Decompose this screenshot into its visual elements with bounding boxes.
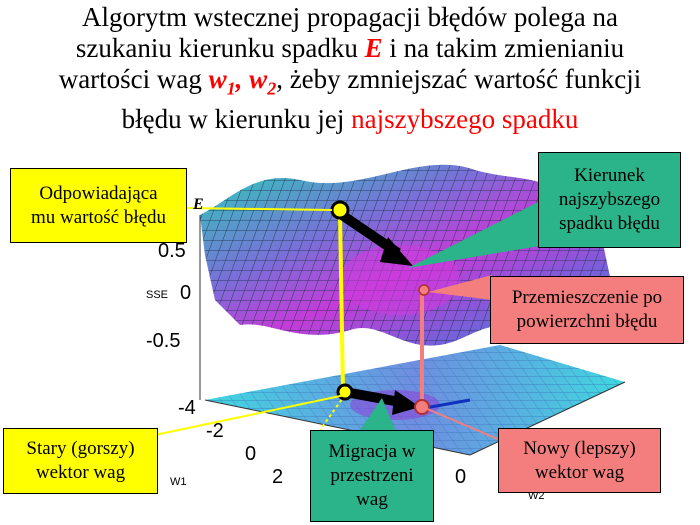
- slide-title: Algorytm wstecznej propagacji błędów pol…: [0, 2, 700, 135]
- title-line-3-part-a: wartości wag: [58, 64, 209, 94]
- w2-axis-label: W2: [528, 490, 545, 502]
- old-error-point: [330, 200, 350, 220]
- title-line-4-part-a: błędu w kierunku jej: [121, 104, 352, 135]
- connector-surface-move: [428, 275, 492, 300]
- title-highlight: najszybszego spadku: [351, 104, 579, 135]
- callout-steepest-direction: Kierunek najszybszego spadku błędu: [538, 152, 681, 248]
- z-tick-0: 0: [180, 282, 192, 304]
- connector-matching-error: [186, 207, 333, 211]
- floor-blue-line: [424, 398, 471, 410]
- connector-old-vector: [154, 394, 346, 436]
- title-line-1: Algorytm wstecznej propagacji błędów pol…: [81, 2, 619, 32]
- new-error-point: [418, 284, 430, 296]
- callout-matching-error: Odpowiadająca mu wartość błędu: [10, 168, 187, 243]
- title-comma: ,: [235, 64, 250, 94]
- connector-new-vector: [424, 407, 501, 441]
- w1-tick-2: 2: [272, 466, 284, 488]
- w2-tick-0: 0: [455, 466, 467, 488]
- w1-tick-minus-4: -4: [178, 397, 196, 419]
- title-symbol-w2: w2: [249, 64, 277, 99]
- new-weight-point: [414, 399, 430, 415]
- title-symbol-w1: w1: [208, 64, 236, 99]
- connector-steepest: [408, 200, 545, 268]
- callout-new-vector: Nowy (lepszy) wektor wag: [498, 428, 661, 493]
- title-line-3-part-b: , żeby zmniejszać wartość funkcji: [276, 64, 642, 94]
- connector-migration: [360, 398, 395, 430]
- w1-tick-0: 0: [245, 443, 257, 465]
- title-line-2-part-a: szukaniu kierunku spadku: [75, 33, 365, 63]
- sse-axis-label: SSE: [146, 289, 169, 301]
- w1-axis-label: W1: [170, 476, 187, 488]
- z-tick-minus-0-5: -0.5: [146, 330, 181, 352]
- title-line-2-part-b: i na takim zmienianiu: [382, 33, 625, 63]
- z-tick-0-5: 0.5: [158, 240, 186, 262]
- steepest-descent-arrow: [339, 210, 413, 266]
- callout-migration: Migracja w przestrzeni wag: [310, 430, 434, 522]
- floor-dotted-line: [319, 394, 346, 431]
- e-label: E: [193, 196, 204, 213]
- migration-arrow: [344, 387, 420, 415]
- w1-tick-minus-2: -2: [206, 420, 224, 442]
- callout-old-vector: Stary (gorszy) wektor wag: [3, 428, 158, 494]
- callout-surface-move: Przemieszczenie po powierzchni błędu: [490, 276, 684, 344]
- title-symbol-E: E: [364, 33, 383, 63]
- old-error-projection-line: [338, 213, 345, 393]
